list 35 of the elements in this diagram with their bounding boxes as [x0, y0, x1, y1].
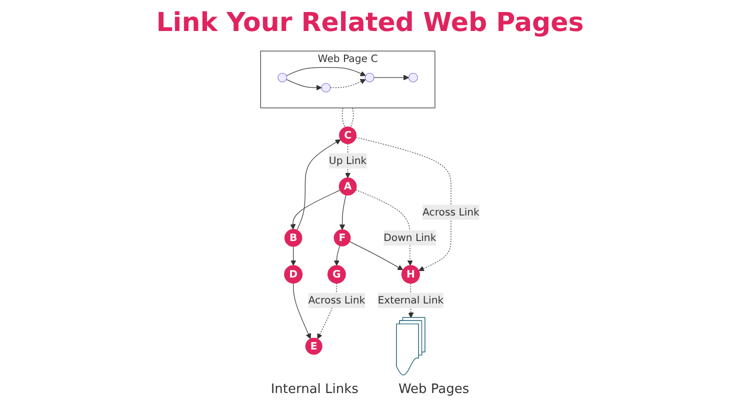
node-circle: B — [284, 228, 302, 247]
arrow — [286, 79, 322, 90]
edge-label: Up Link — [328, 154, 367, 166]
arrow — [330, 79, 366, 88]
node-circle: C — [339, 126, 357, 144]
node-circle: A — [338, 178, 357, 196]
arrow — [339, 194, 346, 230]
arrow — [334, 245, 340, 266]
arrow — [293, 283, 311, 339]
node-circle — [321, 82, 331, 92]
edge-label: Across Link — [422, 206, 480, 218]
edge-label: External Link — [378, 294, 444, 306]
node-circle — [278, 72, 288, 82]
node-circle: G — [327, 265, 346, 284]
edge-label: Across Link — [308, 294, 366, 306]
title: Link Your Related Web Pages — [155, 8, 585, 38]
arrow — [290, 190, 340, 230]
arrow — [356, 137, 452, 272]
connector — [350, 108, 354, 128]
node-circle: H — [401, 265, 420, 284]
edge-label: Down Link — [384, 232, 436, 244]
arrow — [349, 241, 404, 270]
arrow — [286, 67, 366, 76]
arrow — [374, 74, 409, 80]
node-circle: F — [334, 229, 351, 246]
node-circle: D — [284, 265, 303, 284]
node-circle — [364, 72, 374, 82]
arrow — [296, 139, 341, 230]
node-circle — [408, 72, 418, 82]
connector — [342, 108, 346, 128]
note-label: Internal Links — [270, 382, 358, 397]
arrow — [290, 246, 296, 266]
cluster: Web Page C — [260, 50, 436, 108]
node-circle: E — [305, 338, 322, 355]
arrow — [355, 190, 413, 266]
